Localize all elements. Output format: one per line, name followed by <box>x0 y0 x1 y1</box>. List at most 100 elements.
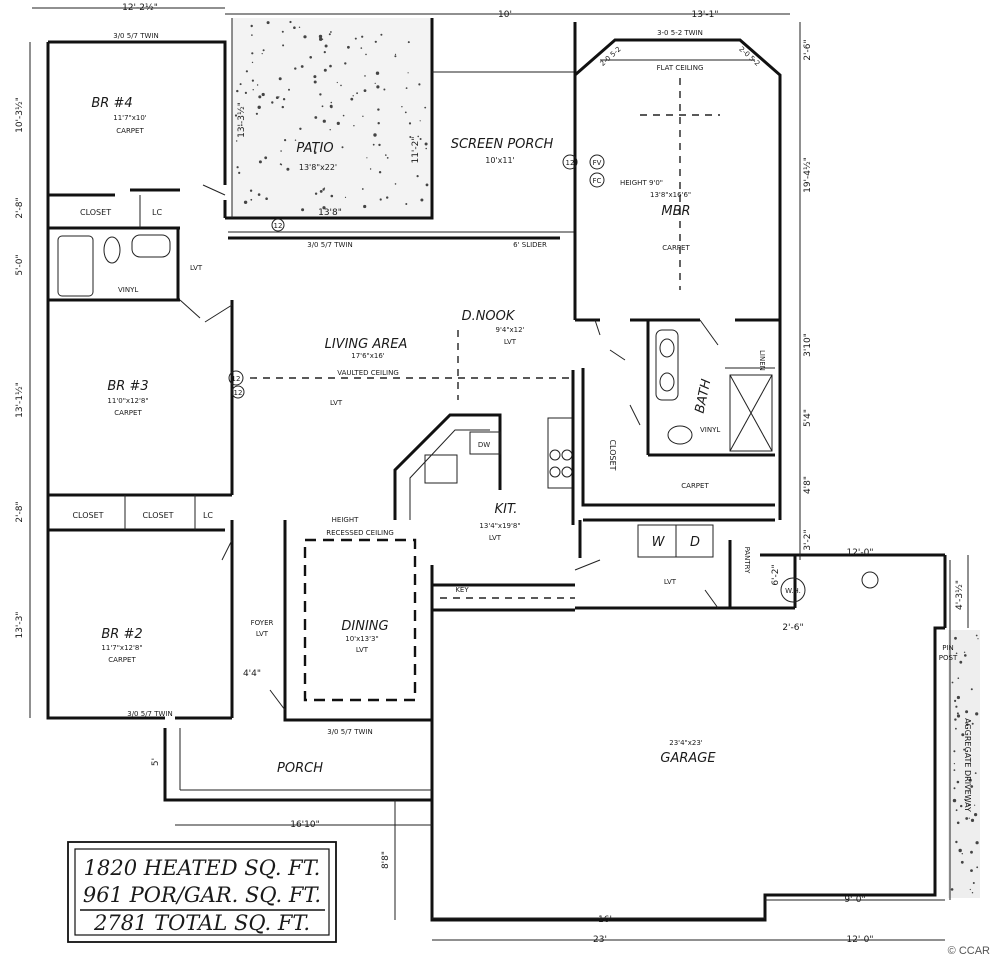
texture-speck <box>249 189 253 192</box>
texture-speck <box>964 798 966 801</box>
texture-speck <box>262 49 265 52</box>
texture-speck <box>280 150 282 152</box>
texture-speck <box>251 34 253 36</box>
dim-pin-w: 2'-6" <box>782 623 803 633</box>
texture-speck <box>954 718 957 721</box>
texture-speck <box>971 722 974 725</box>
texture-speck <box>970 818 975 823</box>
br3-floor: CARPET <box>114 409 142 417</box>
dw-label: DW <box>478 441 490 449</box>
texture-speck <box>258 95 262 99</box>
texture-speck <box>252 89 254 91</box>
texture-speck <box>322 119 326 123</box>
patio-name: PATIO <box>296 141 333 156</box>
column-1-label: 12 <box>232 375 241 383</box>
texture-speck <box>243 200 248 204</box>
dim-bath-c: 4'8" <box>803 476 813 494</box>
br2-name: BR #2 <box>101 627 142 642</box>
texture-speck <box>372 143 375 146</box>
kit-size: 13'4"x19'8" <box>479 522 520 530</box>
linen-label: LINEN <box>758 350 766 371</box>
texture-speck <box>374 40 377 43</box>
mbr-closet-floor: CARPET <box>681 482 709 490</box>
patio-door-label: 3/0 5/7 TWIN <box>307 241 352 249</box>
texture-speck <box>951 681 954 684</box>
texture-speck <box>256 84 259 86</box>
ccar-watermark: © CCAR <box>948 945 990 957</box>
driveway-texture <box>950 634 979 894</box>
br4-size: 11'7"x10' <box>113 114 147 122</box>
texture-speck <box>377 108 380 111</box>
br3-size: 11'0"x12'8" <box>107 397 148 405</box>
texture-speck <box>323 51 326 54</box>
dim-patio-side: 13'-3½" <box>237 102 247 138</box>
texture-speck <box>257 105 261 110</box>
porch-garage-sqft: 961 POR/GAR. SQ. FT. <box>83 883 321 907</box>
br3-name: BR #3 <box>107 379 148 394</box>
fan-marker <box>589 154 605 170</box>
column-marker <box>231 385 245 399</box>
texture-speck <box>313 75 317 79</box>
texture-speck <box>960 804 963 808</box>
heated-sqft: 1820 HEATED SQ. FT. <box>84 856 321 880</box>
texture-speck <box>251 79 254 82</box>
key-label: KEY <box>455 586 469 594</box>
dim-mbr-top: 2'-6" <box>803 39 813 60</box>
dim-bath-b: 5'4" <box>803 409 813 427</box>
column-marker <box>271 218 285 232</box>
texture-speck <box>238 171 241 174</box>
foyer-label: FOYER <box>251 619 274 627</box>
kit-name: KIT. <box>495 502 518 517</box>
texture-speck <box>408 122 412 125</box>
pantry-label: PANTRY <box>743 547 751 574</box>
texture-speck <box>375 71 380 75</box>
dining-size: 10'x13'3" <box>345 635 378 643</box>
texture-speck <box>971 892 974 894</box>
dim-garage-9: 9'-0" <box>844 895 865 905</box>
texture-speck <box>323 68 327 72</box>
texture-speck <box>330 105 333 109</box>
texture-speck <box>378 171 382 174</box>
texture-speck <box>278 96 280 98</box>
texture-speck <box>350 97 354 101</box>
texture-speck <box>347 45 350 49</box>
texture-speck <box>279 163 282 166</box>
mbr-height: HEIGHT 9'0" <box>620 179 663 187</box>
texture-speck <box>342 114 345 117</box>
mbr-floor: CARPET <box>662 244 690 252</box>
texture-speck <box>245 70 248 73</box>
texture-speck <box>281 105 284 109</box>
texture-speck <box>953 787 956 790</box>
dim-closet-h: 2'-8" <box>15 197 25 218</box>
texture-speck <box>236 140 238 142</box>
texture-speck <box>379 198 382 201</box>
screen-porch-name: SCREEN PORCH <box>451 137 554 152</box>
texture-speck <box>416 175 419 178</box>
dim-foyer-w: 4'4" <box>243 669 261 679</box>
column-markers: 12 12 12 12 FV FC KEY <box>228 154 605 594</box>
texture-speck <box>294 139 297 141</box>
texture-speck <box>966 723 969 726</box>
bay-left-label: 2-0 5-2 <box>599 45 623 68</box>
garage-name: GARAGE <box>660 751 716 766</box>
texture-speck <box>950 888 954 891</box>
texture-speck <box>369 168 372 170</box>
texture-speck <box>956 780 960 784</box>
texture-speck <box>377 122 380 125</box>
texture-speck <box>264 156 268 160</box>
dining-window-label: 3/0 5/7 TWIN <box>327 728 372 736</box>
texture-speck <box>356 92 358 95</box>
dim-closet2-h: 2'-8" <box>15 501 25 522</box>
texture-speck <box>968 817 970 819</box>
texture-speck <box>353 125 355 127</box>
texture-speck <box>265 197 268 200</box>
texture-speck <box>275 96 279 99</box>
texture-speck <box>405 203 408 205</box>
texture-speck <box>341 146 344 149</box>
texture-speck <box>958 848 962 853</box>
texture-speck <box>330 101 333 104</box>
texture-speck <box>298 26 301 28</box>
column-marker <box>562 154 578 170</box>
dnook-name: D.NOOK <box>462 309 516 324</box>
texture-speck <box>361 35 364 38</box>
